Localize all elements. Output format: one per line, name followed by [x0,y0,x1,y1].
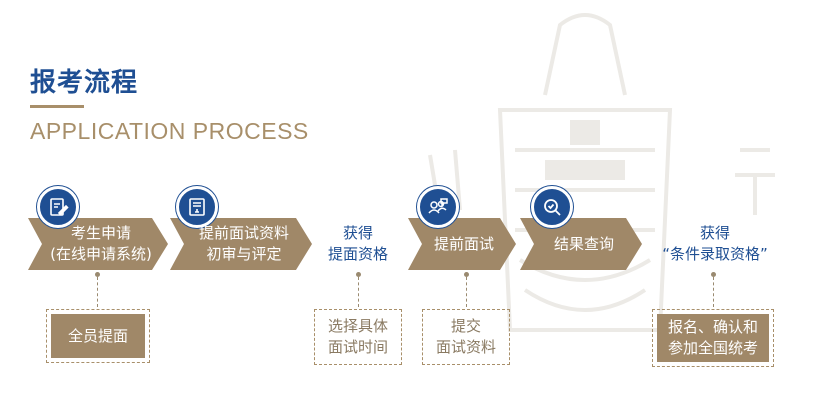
step-interview-label: 提前面试 [420,222,508,266]
connector-dot-2 [356,272,361,277]
connector-dot-4 [711,272,716,277]
step-apply-label: 考生申请 (在线申请系统) [40,222,162,266]
note-all-interview: 全员提面 [46,309,150,363]
note-choose-time-line1: 选择具体 [327,317,388,335]
step-admission-subtitle: “条件录取资格” [662,245,768,263]
step-admission-label: 获得 “条件录取资格” [650,222,780,266]
step-apply-subtitle: (在线申请系统) [50,245,152,263]
step-arrow-review [170,218,312,270]
note-national-exam-line2: 参加全国统考 [667,339,758,357]
connector-dot-3 [464,272,469,277]
step-qualify-title: 获得 [342,224,373,242]
note-submit-materials: 提交 面试资料 [422,309,510,365]
note-submit-materials-line1: 提交 [450,317,481,335]
step-qualify-label: 获得 提面资格 [316,222,400,266]
note-all-interview-text: 全员提面 [67,326,128,345]
note-submit-materials-line2: 面试资料 [435,338,496,356]
search-check-icon [531,186,573,228]
step-apply-title: 考生申请 [70,224,131,242]
step-review-subtitle: 初审与评定 [206,245,282,263]
step-arrow-result [520,218,642,270]
note-national-exam: 报名、确认和 参加全国统考 [652,309,774,367]
connector-line-3 [466,277,467,307]
connector-line-1 [97,277,98,307]
note-national-exam-line1: 报名、确认和 [667,318,758,336]
note-choose-time: 选择具体 面试时间 [314,309,402,365]
connector-line-2 [358,277,359,307]
step-arrow-apply [28,218,168,270]
step-review-title: 提前面试资料 [198,224,289,242]
edit-document-icon [37,186,79,228]
note-choose-time-line2: 面试时间 [327,338,388,356]
step-result-label: 结果查询 [532,222,636,266]
step-interview-title: 提前面试 [433,234,494,253]
step-arrow-interview [408,218,516,270]
connector-dot-1 [95,272,100,277]
step-result-title: 结果查询 [553,234,614,253]
connector-line-4 [713,277,714,307]
page-title: 报考流程 [30,68,139,98]
page-subtitle: APPLICATION PROCESS [30,118,309,144]
document-review-icon [176,186,218,228]
step-qualify-subtitle: 提面资格 [327,245,388,263]
step-review-label: 提前面试资料 初审与评定 [182,222,306,266]
step-admission-title: 获得 [699,224,730,242]
interview-people-icon [417,186,459,228]
title-divider [30,105,84,108]
